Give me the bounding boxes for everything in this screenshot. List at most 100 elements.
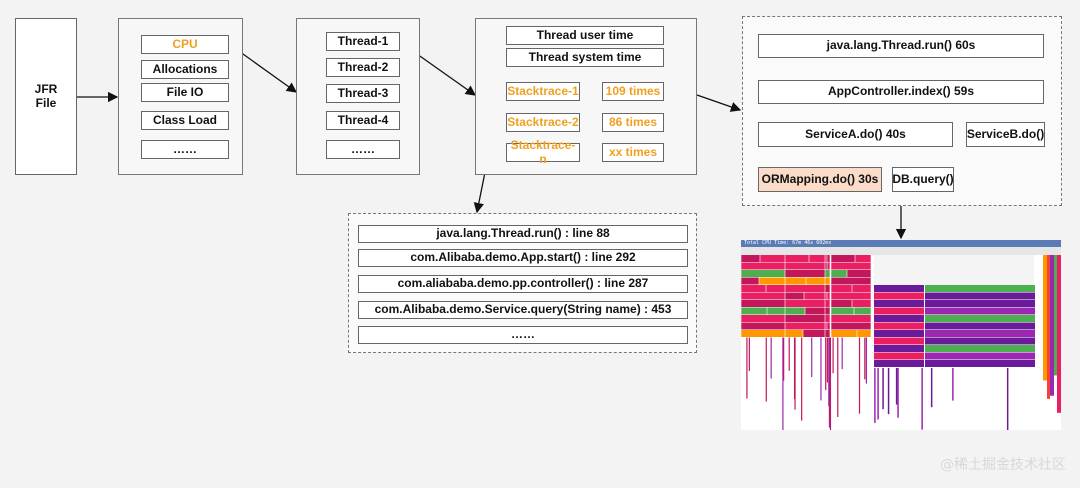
flame-frame: [827, 322, 830, 330]
flame-tail: [864, 337, 866, 380]
flame-frame: [741, 300, 785, 307]
stack-line-4: com.Alibaba.demo.Service.query(String na…: [358, 301, 688, 319]
flame-frame: [925, 360, 1035, 367]
flame-tail: [828, 337, 830, 407]
flame-tail: [820, 337, 822, 401]
flame-root-frame: [741, 247, 1061, 255]
event-file-io: File IO: [141, 83, 229, 102]
watermark: @稀土掘金技术社区: [940, 457, 1066, 473]
flame-frame: [874, 285, 924, 292]
flame-frame: [825, 322, 827, 330]
flame-frame: [767, 307, 785, 315]
flame-frame: [741, 307, 767, 315]
flame-tail: [746, 337, 748, 399]
arrow-times-calltree: [696, 94, 742, 112]
flame-frame: [874, 360, 924, 367]
event-cpu: CPU: [141, 35, 229, 54]
flame-frame: [809, 255, 825, 262]
flame-frame: [785, 270, 825, 277]
flame-frame: [874, 352, 924, 360]
flame-frame: [925, 345, 1035, 352]
flame-frame: [785, 330, 803, 337]
flame-frame: [825, 285, 830, 292]
flame-graph: Total CPU Time: 67m 46s 602ms: [741, 240, 1061, 430]
node-ormapping: ORMapping.do() 30s: [758, 167, 882, 192]
flame-tail: [837, 337, 839, 417]
thread-3: Thread-3: [326, 84, 400, 103]
flame-tail: [887, 368, 890, 415]
flame-tail: [770, 337, 772, 379]
flame-tail: [788, 337, 790, 371]
thread-2: Thread-2: [326, 58, 400, 77]
thread-more: ……: [326, 140, 400, 159]
flame-tail: [829, 337, 831, 420]
thread-4: Thread-4: [326, 111, 400, 130]
flame-frame: [825, 330, 830, 337]
stacktrace-2-count: 86 times: [602, 113, 664, 132]
flame-frame: [874, 337, 924, 345]
flame-frame: [741, 285, 766, 292]
flame-frame: [741, 315, 785, 322]
flame-frame: [806, 277, 825, 285]
flame-frame: [874, 322, 924, 330]
event-more: ……: [141, 140, 229, 159]
flame-frame: [805, 307, 825, 315]
flame-frame: [785, 285, 825, 292]
flame-tail: [874, 368, 876, 423]
node-service-a: ServiceA.do() 40s: [758, 122, 953, 147]
flame-tail: [877, 368, 879, 420]
thread-1: Thread-1: [326, 32, 400, 51]
flame-frame: [852, 300, 871, 307]
flame-frame: [741, 330, 785, 337]
flame-tail: [1006, 368, 1009, 430]
jfr-file-box: JFR File: [15, 18, 77, 175]
flame-right-column: [1043, 255, 1047, 381]
flame-frame: [925, 300, 1035, 307]
flame-frame: [827, 262, 830, 270]
node-db-query: DB.query(): [892, 167, 954, 192]
flame-frame: [785, 307, 805, 315]
flame-tail: [793, 337, 796, 400]
flame-frame: [857, 330, 871, 337]
flame-frame: [831, 322, 871, 330]
flame-graph-title: Total CPU Time: 67m 46s 602ms: [741, 240, 1061, 247]
flame-right-column: [1054, 255, 1057, 376]
flame-frame: [741, 322, 785, 330]
flame-frame: [827, 292, 830, 300]
flame-frame: [831, 255, 855, 262]
flame-frame: [831, 285, 852, 292]
flame-tail: [748, 337, 750, 372]
flame-frame: [825, 277, 830, 285]
flame-frame: [741, 255, 760, 262]
flame-tail: [895, 368, 898, 405]
flame-frame: [925, 322, 1035, 330]
flame-frame: [925, 330, 1035, 337]
flame-frame: [874, 330, 924, 337]
flame-frame: [785, 300, 825, 307]
flame-frame: [831, 270, 847, 277]
flame-tail: [921, 368, 923, 430]
flame-frame: [741, 262, 785, 270]
flame-frame: [825, 270, 830, 277]
flame-frame: [831, 292, 871, 300]
flame-frame: [741, 270, 785, 277]
flame-tail: [882, 368, 884, 410]
flame-frame: [831, 307, 854, 315]
flame-tail: [825, 337, 827, 391]
flame-tail: [801, 337, 803, 421]
flame-tail: [930, 368, 933, 408]
flame-frame: [831, 315, 871, 322]
flame-frame: [831, 262, 871, 270]
flame-frame: [831, 330, 857, 337]
stack-line-2: com.Alibaba.demo.App.start() : line 292: [358, 249, 688, 267]
flame-frame: [825, 262, 827, 270]
node-thread-run: java.lang.Thread.run() 60s: [758, 34, 1044, 58]
flame-right-column: [1057, 255, 1061, 413]
flame-frame: [785, 315, 825, 322]
flame-tail: [841, 337, 843, 370]
flame-frame: [785, 277, 806, 285]
flame-frame: [874, 255, 1034, 285]
flame-frame: [741, 292, 785, 300]
flame-frame: [925, 307, 1035, 315]
flame-frame: [874, 292, 924, 300]
